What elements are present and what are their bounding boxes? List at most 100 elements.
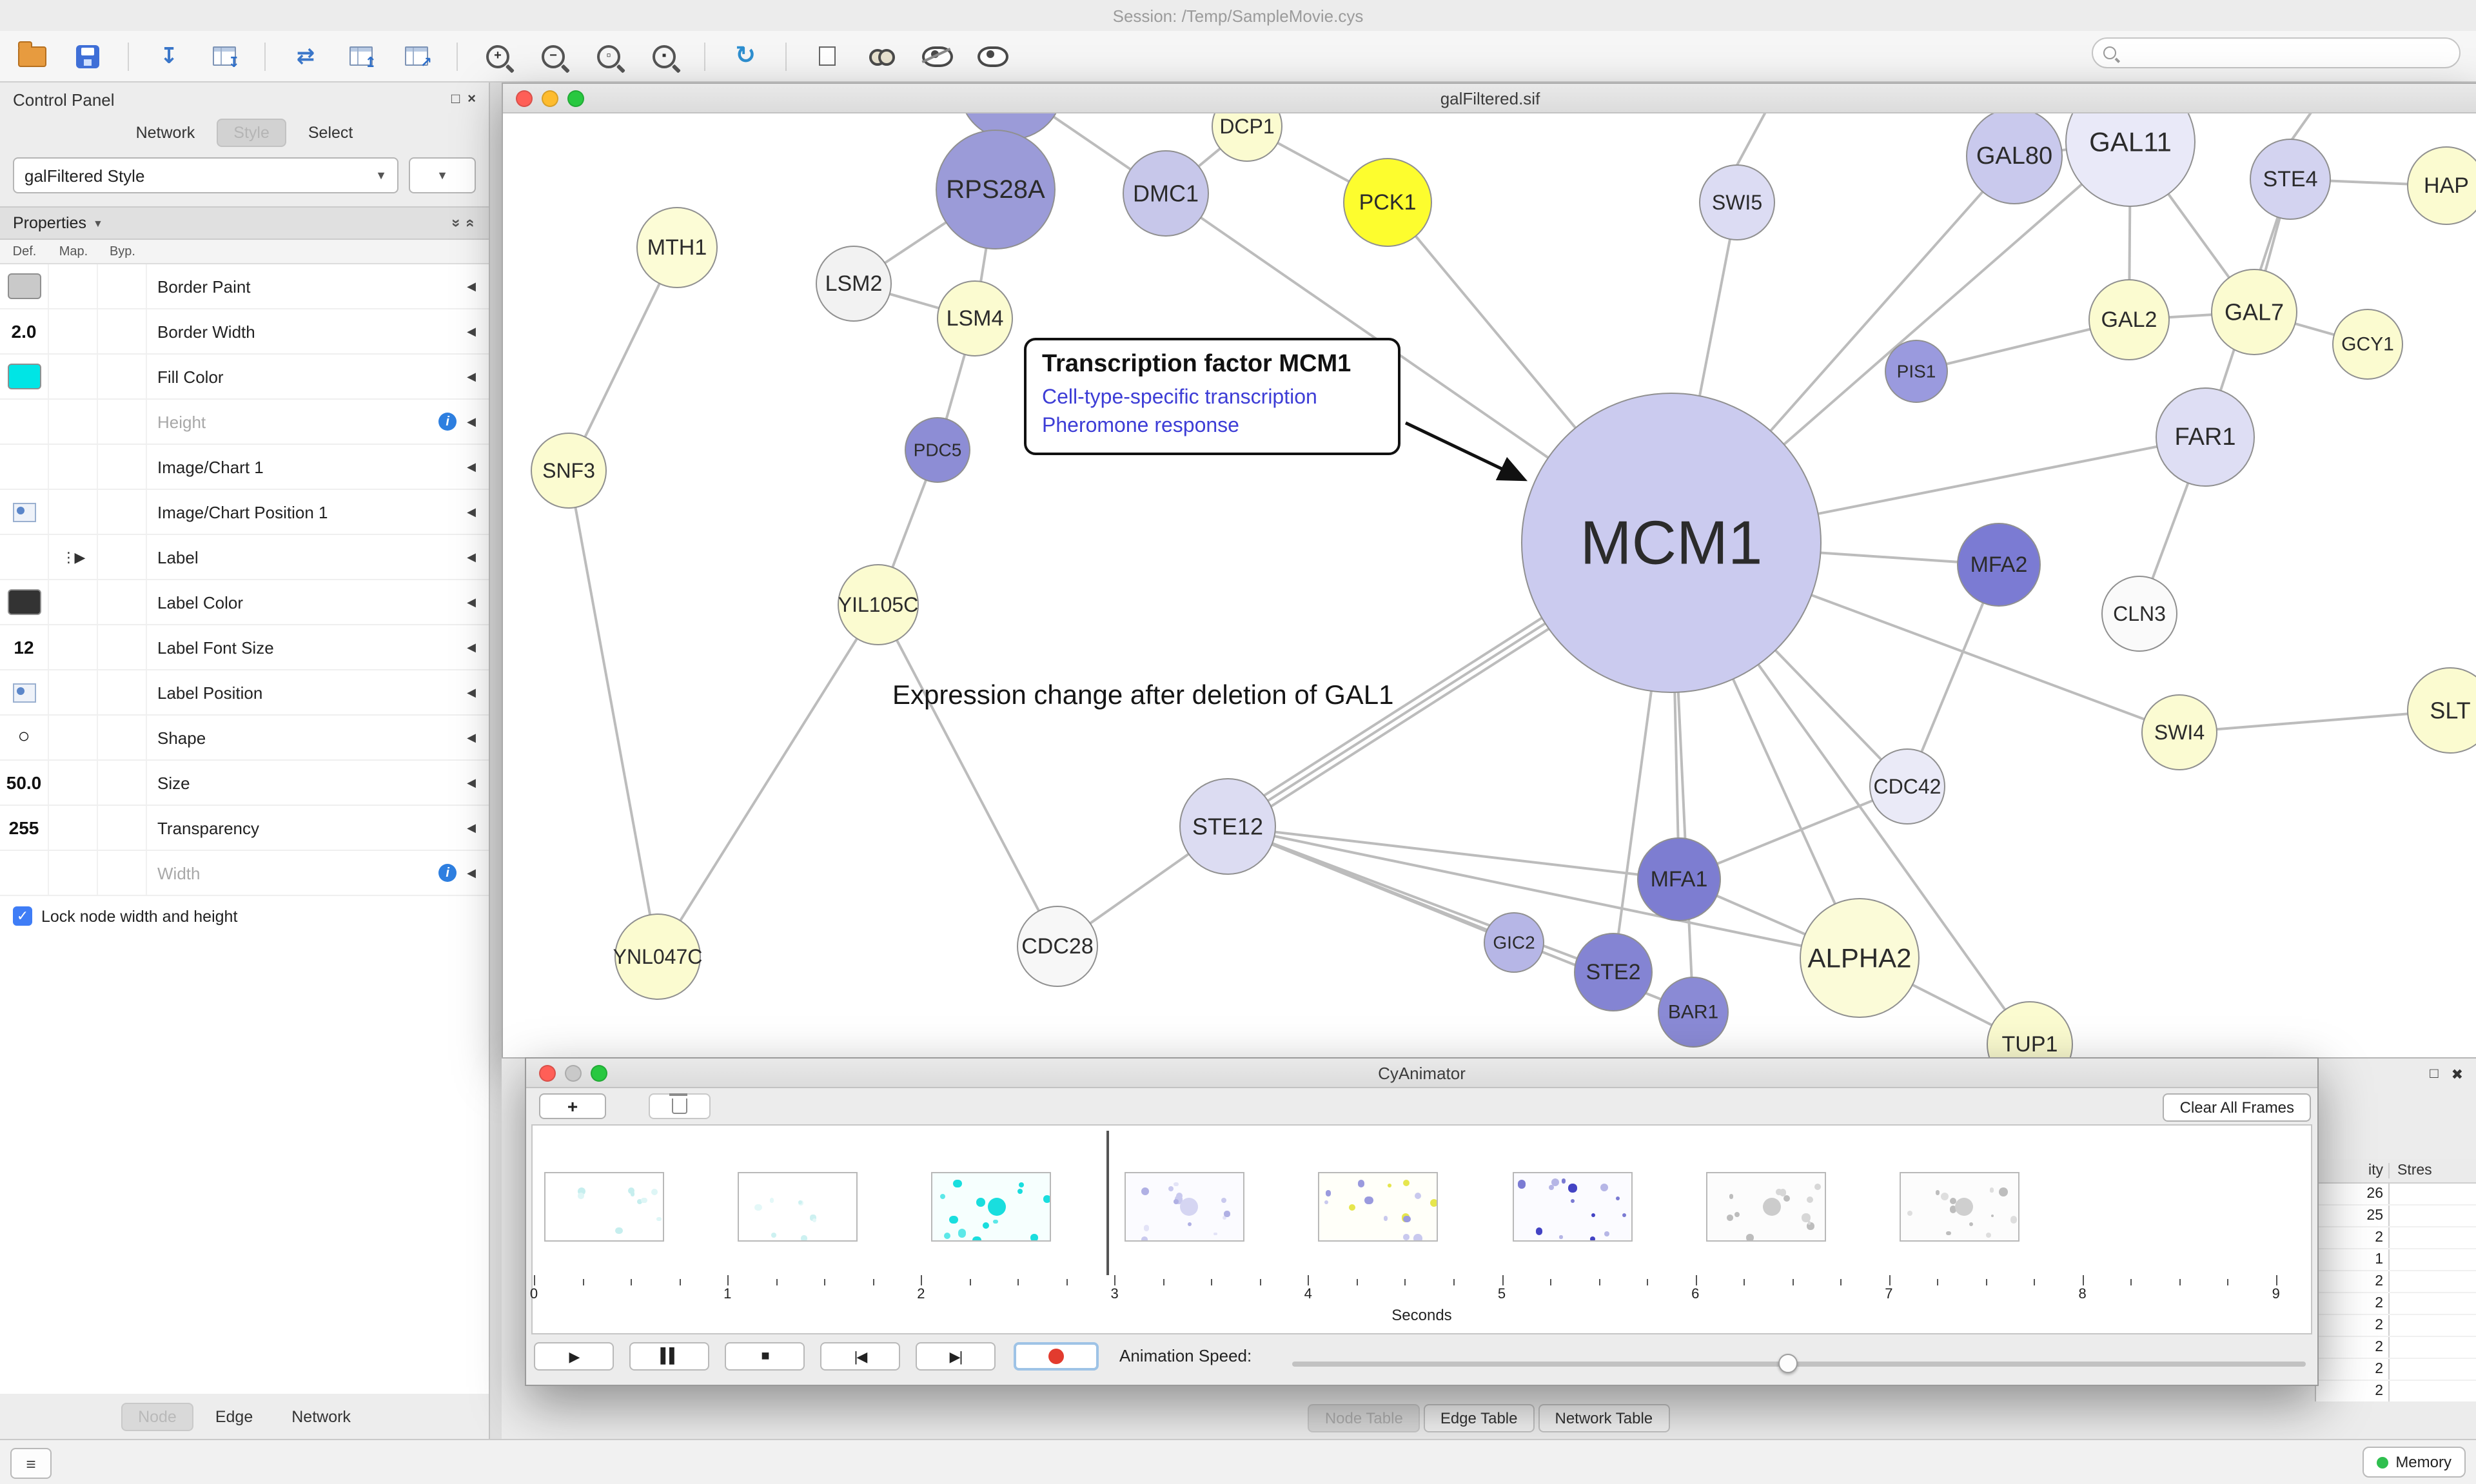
network-node-mfa2[interactable]: MFA2 [1958, 523, 2040, 606]
pause-button[interactable]: ▌▌ [629, 1342, 709, 1371]
network-caption-annotation[interactable]: Expression change after deletion of GAL1 [892, 681, 1394, 712]
float-panel-icon[interactable]: □ [2430, 1066, 2438, 1083]
open-session-button[interactable] [13, 37, 52, 75]
expand-row-icon[interactable]: ◀ [467, 640, 476, 654]
network-node-hap[interactable]: HAP [2408, 147, 2476, 224]
style-options-button[interactable]: ▼ [409, 157, 476, 193]
network-node-snf3[interactable]: SNF3 [531, 433, 606, 508]
zoom-fit-button[interactable]: ▫ [589, 37, 628, 75]
expand-row-icon[interactable]: ◀ [467, 730, 476, 745]
default-value-swatch[interactable] [7, 364, 41, 389]
table-row[interactable]: 2 [2316, 1337, 2476, 1359]
find-button[interactable] [863, 37, 901, 75]
network-node-cdc42[interactable]: CDC42 [1870, 749, 1945, 824]
default-value[interactable]: 2.0 [12, 321, 37, 342]
slider-track[interactable] [1292, 1362, 2306, 1367]
network-node-slt[interactable]: SLT [2408, 668, 2476, 753]
zoom-selected-button[interactable]: ▪ [645, 37, 683, 75]
property-row-height[interactable]: Heighti◀ [0, 400, 489, 445]
export-image-button[interactable] [397, 37, 436, 75]
close-window-icon[interactable] [539, 1064, 556, 1081]
record-button[interactable] [1014, 1342, 1099, 1371]
default-value-swatch[interactable] [7, 273, 41, 299]
expand-row-icon[interactable]: ◀ [467, 821, 476, 835]
network-node-alpha2[interactable]: ALPHA2 [1800, 899, 1919, 1017]
table-row[interactable]: 2 [2316, 1293, 2476, 1315]
frame-thumbnail-2[interactable] [738, 1172, 858, 1242]
table-row[interactable]: 2 [2316, 1271, 2476, 1293]
ellipse-shape-icon[interactable]: ○ [17, 726, 30, 749]
network-node-pis1[interactable]: PIS1 [1885, 340, 1947, 402]
network-node-lsm4[interactable]: LSM4 [938, 281, 1012, 356]
property-row-label-color[interactable]: Label Color◀ [0, 580, 489, 625]
network-node-pck1[interactable]: PCK1 [1344, 159, 1431, 246]
network-node-bar1[interactable]: BAR1 [1658, 977, 1728, 1047]
default-value-swatch[interactable] [7, 589, 41, 615]
network-node-rps28a[interactable]: RPS28A [936, 130, 1055, 249]
zoom-in-button[interactable]: + [478, 37, 517, 75]
frame-thumbnail-7[interactable] [1705, 1172, 1825, 1242]
network-window-titlebar[interactable]: galFiltered.sif [503, 84, 2476, 113]
annotation-link[interactable]: Cell-type-specific transcription [1042, 384, 1382, 412]
animation-speed-slider[interactable] [1292, 1354, 2306, 1374]
cyanimator-titlebar[interactable]: CyAnimator [526, 1059, 2317, 1088]
network-node-tup1[interactable]: TUP1 [1987, 1002, 2072, 1060]
expand-row-icon[interactable]: ◀ [467, 505, 476, 519]
properties-header[interactable]: Properties ▼ » « [0, 206, 489, 240]
property-row-shape[interactable]: ○Shape◀ [0, 716, 489, 761]
tab-node[interactable]: Node [121, 1403, 193, 1431]
annotation-link[interactable]: Pheromone response [1042, 412, 1382, 440]
network-node-gal2[interactable]: GAL2 [2089, 280, 2169, 360]
network-node-swi5[interactable]: SWI5 [1700, 165, 1774, 240]
close-window-icon[interactable] [516, 90, 533, 106]
expand-row-icon[interactable]: ◀ [467, 550, 476, 564]
network-node-cln3[interactable]: CLN3 [2102, 576, 2177, 651]
slider-handle[interactable] [1778, 1354, 1798, 1373]
network-node-gcy1[interactable]: GCY1 [2333, 309, 2402, 379]
network-node-ste12[interactable]: STE12 [1180, 779, 1275, 874]
network-node-cdc28[interactable]: CDC28 [1017, 906, 1097, 986]
property-row-size[interactable]: 50.0Size◀ [0, 761, 489, 806]
tab-style[interactable]: Style [217, 119, 286, 147]
expand-row-icon[interactable]: ◀ [467, 415, 476, 429]
next-frame-button[interactable]: ▶| [916, 1342, 996, 1371]
expand-all-icon[interactable]: « [462, 219, 480, 227]
zoom-window-icon[interactable] [567, 90, 584, 106]
panel-menu-button[interactable]: ≡ [10, 1448, 52, 1479]
search-input[interactable] [2124, 43, 2449, 63]
expand-row-icon[interactable]: ◀ [467, 369, 476, 384]
minimize-window-icon[interactable] [542, 90, 558, 106]
lock-size-row[interactable]: ✓ Lock node width and height [0, 896, 489, 936]
expand-row-icon[interactable]: ◀ [467, 776, 476, 790]
network-node-far1[interactable]: FAR1 [2156, 388, 2254, 486]
frame-thumbnail-5[interactable] [1319, 1172, 1439, 1242]
default-value[interactable]: 255 [9, 817, 39, 838]
position-icon[interactable] [12, 683, 35, 702]
property-row-label[interactable]: ⋮▶Label◀ [0, 535, 489, 580]
table-row[interactable]: 2 [2316, 1359, 2476, 1381]
mapping-icon[interactable]: ⋮▶ [62, 549, 84, 565]
frame-thumbnail-4[interactable] [1125, 1172, 1245, 1242]
close-panel-icon[interactable]: ✖ [2451, 1066, 2463, 1083]
property-row-label-font-size[interactable]: 12Label Font Size◀ [0, 625, 489, 670]
network-canvas[interactable]: RPS28ADCP1DMC1PCK1SWI5GAL80GAL11STE4HAPM… [503, 113, 2476, 1060]
network-node-dmc1[interactable]: DMC1 [1123, 151, 1208, 236]
property-row-fill-color[interactable]: Fill Color◀ [0, 355, 489, 400]
property-row-image-chart-position-1[interactable]: Image/Chart Position 1◀ [0, 490, 489, 535]
zoom-window-icon[interactable] [591, 1064, 607, 1081]
expand-row-icon[interactable]: ◀ [467, 279, 476, 293]
frame-thumbnail-3[interactable] [931, 1172, 1051, 1242]
previous-frame-button[interactable]: |◀ [820, 1342, 900, 1371]
tab-edge[interactable]: Edge [199, 1403, 270, 1431]
float-panel-icon[interactable]: □ [451, 92, 460, 107]
network-node-ynl047c[interactable]: YNL047C [613, 914, 703, 999]
checkbox-checked-icon[interactable]: ✓ [13, 906, 32, 926]
frame-thumbnail-6[interactable] [1512, 1172, 1632, 1242]
expand-row-icon[interactable]: ◀ [467, 685, 476, 699]
timeline-playhead[interactable] [1106, 1131, 1108, 1275]
delete-frame-button[interactable] [649, 1093, 711, 1119]
refresh-button[interactable]: ↻ [726, 37, 765, 75]
zoom-out-button[interactable]: − [534, 37, 573, 75]
network-node-mth1[interactable]: MTH1 [637, 208, 717, 288]
expand-row-icon[interactable]: ◀ [467, 460, 476, 474]
